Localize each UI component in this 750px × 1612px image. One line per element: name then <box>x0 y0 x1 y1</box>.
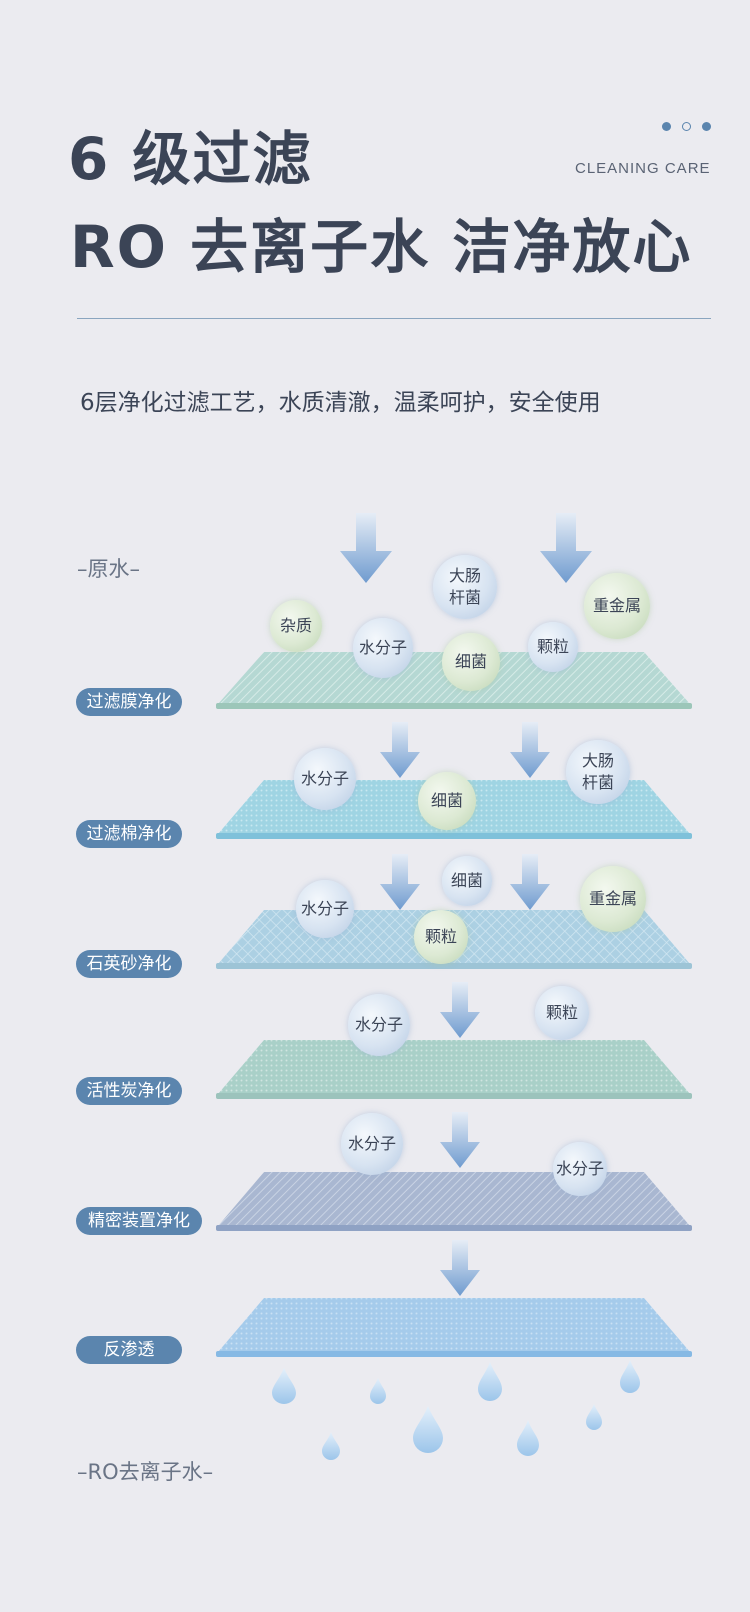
water-drop-icon <box>517 1420 539 1456</box>
brand-tagline: CLEANING CARE <box>575 160 711 177</box>
layer-label-6: 反渗透 <box>76 1336 182 1364</box>
page-title: 6 级过滤 <box>68 125 313 193</box>
flow-arrow-icon <box>440 982 480 1038</box>
bubble-bacteria: 细菌 <box>442 633 500 691</box>
subtitle: 6层净化过滤工艺，水质清澈，温柔呵护，安全使用 <box>80 390 601 416</box>
bubble-water-molecule: 水分子 <box>553 1142 607 1196</box>
flow-arrow-icon <box>440 1240 480 1296</box>
bubble-bacteria: 细菌 <box>442 856 492 906</box>
water-drop-icon <box>413 1406 443 1453</box>
dots-indicator <box>662 122 712 134</box>
layer-label-4: 活性炭净化 <box>76 1077 182 1105</box>
layer-label-2: 过滤棉净化 <box>76 820 182 848</box>
layer-label-3: 石英砂净化 <box>76 950 182 978</box>
bubble-water-molecule: 水分子 <box>353 618 413 678</box>
raw-water-label: –原水– <box>77 557 140 581</box>
bubble-water-molecule: 水分子 <box>294 748 356 810</box>
bubble-bacteria: 细菌 <box>418 772 476 830</box>
dot-2 <box>682 122 691 131</box>
bubble-water-molecule: 水分子 <box>341 1113 403 1175</box>
water-drop-icon <box>620 1360 640 1393</box>
filter-layer-6 <box>216 1298 692 1357</box>
layer-label-5: 精密装置净化 <box>76 1207 202 1235</box>
divider <box>77 318 711 319</box>
flow-arrow-icon <box>440 1112 480 1168</box>
bubble-particle: 颗粒 <box>528 622 578 672</box>
flow-arrow-icon <box>510 854 550 910</box>
water-drop-icon <box>370 1378 386 1404</box>
flow-arrow-icon <box>540 513 592 583</box>
dot-1 <box>662 122 671 131</box>
water-drop-icon <box>586 1404 602 1430</box>
flow-arrow-icon <box>510 722 550 778</box>
bubble-water-molecule: 水分子 <box>296 880 354 938</box>
bubble-heavy-metal: 重金属 <box>584 573 650 639</box>
bubble-particle: 颗粒 <box>535 986 589 1040</box>
bubble-particle: 颗粒 <box>414 910 468 964</box>
layer-label-1: 过滤膜净化 <box>76 688 182 716</box>
bubble-water-molecule: 水分子 <box>348 994 410 1056</box>
flow-arrow-icon <box>380 854 420 910</box>
filter-layer-5 <box>216 1172 692 1231</box>
bubble-impurity: 杂质 <box>270 600 322 652</box>
dot-3 <box>702 122 711 131</box>
ro-water-label: –RO去离子水– <box>77 1460 214 1484</box>
flow-arrow-icon <box>340 513 392 583</box>
filter-layer-4 <box>216 1040 692 1099</box>
bubble-ecoli: 大肠 杆菌 <box>433 555 497 619</box>
page-headline: RO 去离子水 洁净放心 <box>70 213 693 281</box>
water-drop-icon <box>322 1432 340 1460</box>
bubble-ecoli: 大肠 杆菌 <box>566 740 630 804</box>
flow-arrow-icon <box>380 722 420 778</box>
bubble-heavy-metal: 重金属 <box>580 866 646 932</box>
water-drop-icon <box>272 1368 296 1404</box>
water-drop-icon <box>478 1362 502 1401</box>
